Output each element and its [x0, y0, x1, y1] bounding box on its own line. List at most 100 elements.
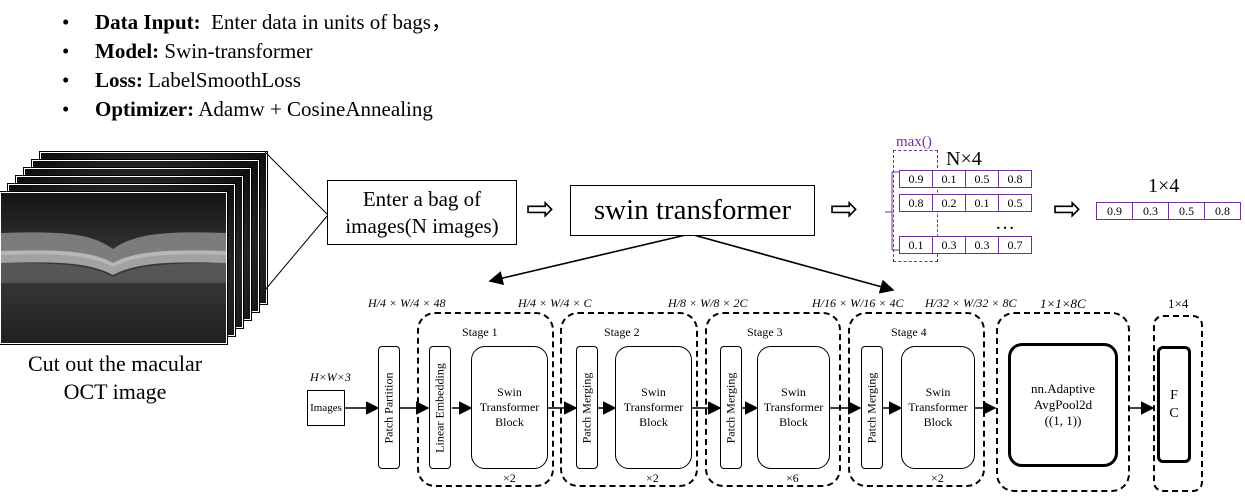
zoom-line-bottom — [264, 214, 329, 291]
matrix-row: 0.8 0.2 0.1 0.5 — [899, 194, 1032, 212]
pool-group — [996, 312, 1130, 492]
matrix-cell: 0.5 — [998, 194, 1032, 212]
fc-group — [1153, 315, 1203, 492]
swin-block-line: Block — [639, 415, 668, 429]
bullet-key: Optimizer: — [95, 97, 195, 121]
matrix-row: 0.9 0.1 0.5 0.8 — [899, 170, 1032, 188]
bullet-dot: • — [62, 10, 70, 34]
swin-transformer-box: swin transformer — [570, 185, 815, 236]
bullet-dot: • — [62, 97, 70, 121]
fc-line: F — [1170, 387, 1178, 403]
stage2-multiplier: ×2 — [646, 471, 659, 485]
oct-image-front — [0, 192, 227, 344]
stage1-multiplier: ×2 — [503, 471, 516, 485]
matrix-cell: 0.1 — [932, 170, 966, 188]
bullet-dot: • — [62, 68, 70, 92]
stage1-group — [417, 312, 554, 487]
matrix-cell: 0.2 — [932, 194, 966, 212]
swin-block-line: Transformer — [908, 400, 968, 414]
swin-block-line: Swin — [925, 385, 951, 399]
stage1-swin-block: Swin Transformer Block — [471, 346, 548, 469]
stage2-group — [560, 312, 698, 487]
stage4-dimension: H/32 × W/32 × 8C — [925, 296, 1017, 310]
matrix-cell: 0.7 — [998, 236, 1032, 254]
fc-box: F C — [1157, 346, 1191, 463]
bullet-value: Enter data in units of bags， — [200, 10, 452, 34]
stage3-swin-block: Swin Transformer Block — [757, 346, 830, 469]
swin-block-line: Transformer — [623, 400, 684, 414]
bullet-key: Model: — [95, 39, 160, 63]
matrix-cell: 0.9 — [899, 170, 933, 188]
oct-caption: Cut out the macular OCT image — [5, 350, 225, 406]
hollow-arrow-icon: ⇨ — [1053, 191, 1082, 228]
result-row: 0.9 0.3 0.5 0.8 — [1096, 202, 1241, 220]
bullet-value: Swin-transformer — [159, 39, 313, 63]
expand-arrow-left — [488, 233, 691, 286]
bag-input-line2: images(N images) — [345, 213, 499, 238]
partition-dimension: H/4 × W/4 × 48 — [368, 296, 446, 310]
hollow-arrow-icon: ⇨ — [830, 191, 859, 228]
matrix-bracket — [885, 171, 899, 251]
max-label: max() — [896, 134, 932, 150]
linear-embedding-box: Linear Embedding — [429, 346, 451, 469]
bullet-loss: • Loss: LabelSmoothLoss — [62, 66, 452, 95]
images-box: Images — [307, 390, 345, 426]
result-cell: 0.8 — [1204, 202, 1241, 220]
bullet-optimizer: • Optimizer: Adamw + CosineAnnealing — [62, 95, 452, 124]
stage3-label: Stage 3 — [747, 325, 783, 339]
oct-scan-graphic — [1, 193, 226, 343]
swin-block-line: Transformer — [479, 400, 540, 414]
input-dimension: H×W×3 — [310, 370, 351, 384]
stage2-label: Stage 2 — [604, 325, 640, 339]
result-size-label: 1×4 — [1148, 175, 1180, 197]
matrix-cell: 0.3 — [965, 236, 999, 254]
matrix-ellipsis: … — [995, 212, 1015, 234]
hollow-arrow-icon: ⇨ — [526, 191, 555, 228]
result-cell: 0.3 — [1132, 202, 1169, 220]
swin-block-line: Swin — [641, 385, 666, 399]
adaptive-avgpool-box: nn.Adaptive AvgPool2d ((1, 1)) — [1008, 343, 1118, 467]
swin-block-line: Transformer — [763, 400, 824, 414]
bullet-key: Loss: — [95, 68, 143, 92]
bullet-value: LabelSmoothLoss — [142, 68, 301, 92]
stage4-swin-block: Swin Transformer Block — [901, 346, 975, 469]
matrix-row: 0.1 0.3 0.3 0.7 — [899, 236, 1032, 254]
bullet-data-input: • Data Input: Enter data in units of bag… — [62, 8, 452, 37]
oct-image-stack — [0, 152, 270, 344]
result-cell: 0.9 — [1096, 202, 1133, 220]
stage4-group — [848, 312, 985, 487]
stage1-dimension: H/4 × W/4 × C — [518, 296, 592, 310]
pool-line: AvgPool2d — [1033, 397, 1093, 412]
patch-merging-label: Patch Merging — [579, 372, 594, 443]
swin-block-line: Swin — [781, 385, 806, 399]
stage3-patch-merging-box: Patch Merging — [720, 346, 742, 469]
bullet-list: • Data Input: Enter data in units of bag… — [62, 8, 452, 124]
stage2-dimension: H/8 × W/8 × 2C — [668, 296, 748, 310]
matrix-cell: 0.1 — [965, 194, 999, 212]
swin-block-line: Swin — [497, 385, 522, 399]
stage2-swin-block: Swin Transformer Block — [615, 346, 692, 469]
pool-line: ((1, 1)) — [1044, 413, 1082, 428]
oct-caption-line2: OCT image — [63, 379, 167, 404]
matrix-cell: 0.3 — [932, 236, 966, 254]
pool-dimension: 1×1×8C — [1040, 296, 1086, 311]
fc-dimension: 1×4 — [1168, 296, 1189, 311]
bullet-key: Data Input: — [95, 10, 201, 34]
bullet-dot: • — [62, 39, 70, 63]
swin-block-line: Block — [495, 415, 524, 429]
oct-caption-line1: Cut out the macular — [27, 351, 203, 376]
stage4-label: Stage 4 — [891, 325, 927, 339]
stage3-multiplier: ×6 — [786, 471, 799, 485]
swin-block-line: Block — [779, 415, 808, 429]
pool-line: nn.Adaptive — [1031, 381, 1095, 396]
stage3-group — [705, 312, 841, 487]
expand-arrow-right — [689, 233, 895, 294]
bullet-model: • Model: Swin-transformer — [62, 37, 452, 66]
stage4-patch-merging-box: Patch Merging — [861, 346, 883, 469]
patch-merging-label: Patch Merging — [864, 372, 879, 443]
stage1-label: Stage 1 — [462, 325, 498, 339]
stage3-dimension: H/16 × W/16 × 4C — [812, 296, 904, 310]
swin-block-line: Block — [923, 415, 953, 429]
bag-input-box: Enter a bag of images(N images) — [327, 180, 517, 245]
matrix-cell: 0.8 — [899, 194, 933, 212]
